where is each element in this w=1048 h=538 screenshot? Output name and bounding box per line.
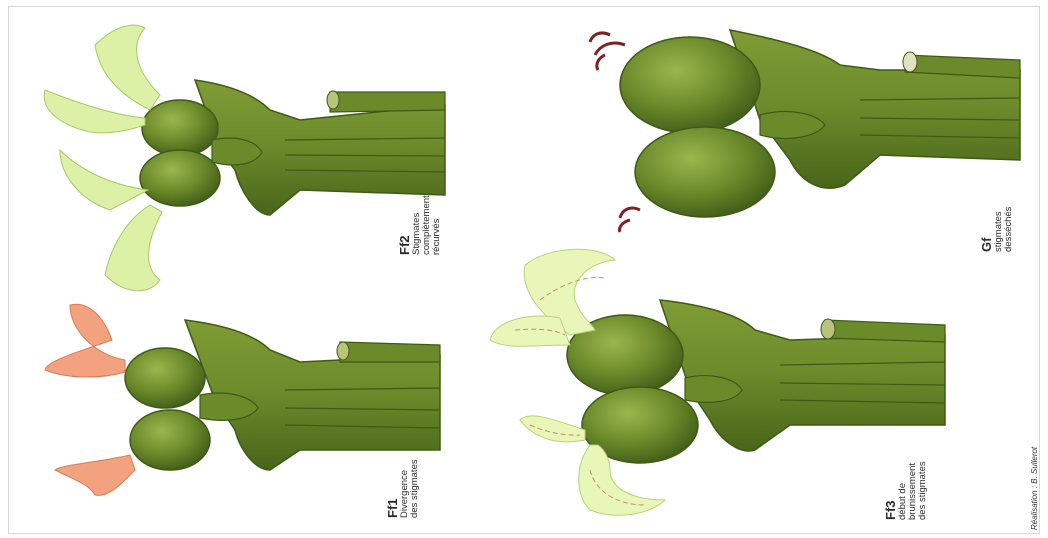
label-ff3-line-3: des stigmates xyxy=(918,461,928,520)
ff1-cut-tip xyxy=(337,342,349,360)
gf-ovary-lower xyxy=(635,127,775,217)
ff2-branch xyxy=(330,92,445,112)
illustrator-credit: Réalisation : B. Sullerot xyxy=(1030,447,1039,530)
ff2-ovary-lower xyxy=(140,150,220,206)
ff2-stigma-4 xyxy=(105,205,162,291)
label-gf-code: Gf xyxy=(980,207,994,252)
label-ff1: Ff1 Divergence des stigmates xyxy=(386,459,420,518)
ff3-stigma-3 xyxy=(520,416,585,442)
ff2-stigma-3 xyxy=(60,150,148,210)
ff1-stigma-lower xyxy=(55,455,135,495)
ff2-cut-tip xyxy=(327,91,339,109)
ff3-stigma-2 xyxy=(490,316,570,346)
label-ff2-line-3: récurvés xyxy=(432,195,442,255)
gf-stigma-upper xyxy=(590,33,625,70)
label-ff2-code: Ff2 xyxy=(398,195,412,255)
label-ff3-code: Ff3 xyxy=(884,461,898,520)
panel-ff1-drawing xyxy=(45,304,440,495)
label-gf-line-2: desséchés xyxy=(1004,207,1014,252)
panel-ff3-drawing xyxy=(490,249,945,515)
ff1-ovary-lower xyxy=(130,410,210,470)
panel-ff2-drawing xyxy=(44,25,445,291)
ff1-ovary-upper xyxy=(125,348,205,408)
label-ff3: Ff3 début de brunissement des stigmates xyxy=(884,461,928,520)
ff3-cut-tip xyxy=(821,319,835,339)
label-gf: Gf stigmates desséchés xyxy=(980,207,1014,252)
ff2-ovary-upper xyxy=(142,100,218,156)
label-ff1-code: Ff1 xyxy=(386,459,400,518)
gf-stigma-lower xyxy=(619,208,640,232)
gf-cut-tip xyxy=(903,52,917,72)
ff1-stigma-upper xyxy=(45,304,125,377)
ff2-stigma-1 xyxy=(95,25,160,110)
gf-ovary-upper xyxy=(620,37,760,133)
label-ff2: Ff2 Stigmates complètement récurvés xyxy=(398,195,442,255)
panel-gf-drawing xyxy=(590,30,1020,232)
label-ff1-line-2: des stigmates xyxy=(410,459,420,518)
